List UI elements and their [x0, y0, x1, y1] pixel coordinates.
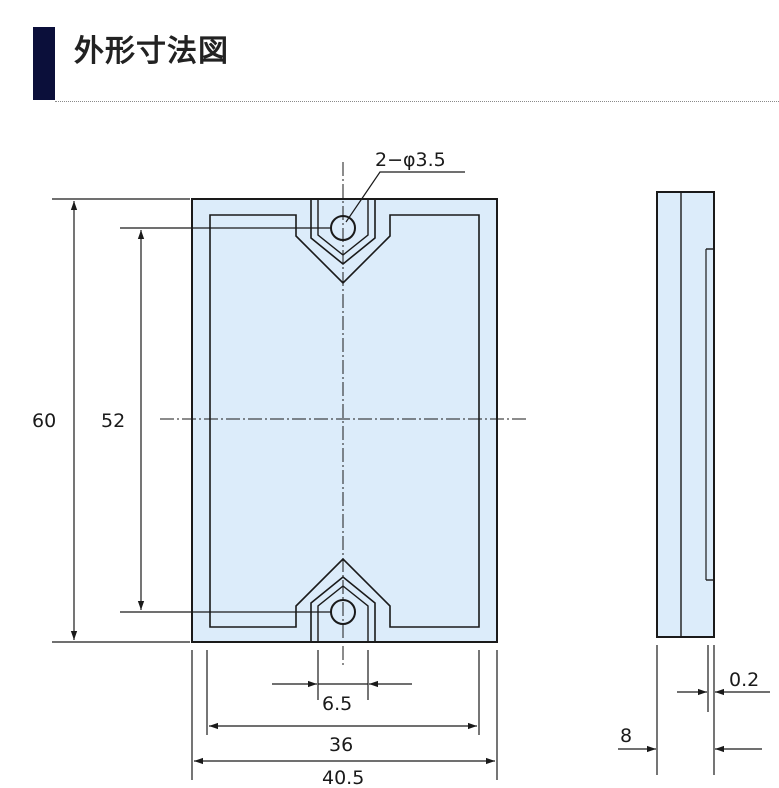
outer-body [191, 198, 498, 643]
dim-outer-width-label: 40.5 [322, 767, 364, 788]
page-title: 外形寸法図 [74, 34, 229, 69]
section-header: 外形寸法図 [0, 0, 779, 104]
dim-thickness-label: 8 [620, 725, 632, 747]
dim-step-label: 0.2 [729, 669, 759, 691]
dimension-labels: 2−φ3.5 60 52 6.5 36 40.5 0.2 8 [32, 149, 759, 788]
front-view [191, 198, 498, 643]
heading-accent-bar [33, 27, 55, 100]
dimension-lines [52, 171, 770, 780]
dim-hole-label: 2−φ3.5 [375, 149, 446, 171]
center-lines [160, 162, 528, 668]
dim-hole-pitch-label: 52 [101, 410, 125, 432]
side-body [656, 191, 715, 638]
dim-outer-height-label: 60 [32, 410, 56, 432]
dim-boss-width-label: 6.5 [322, 693, 352, 715]
inner-outline [209, 214, 480, 628]
heading-divider [55, 101, 779, 102]
side-view [656, 191, 715, 638]
dim-inner-width-label: 36 [329, 734, 353, 756]
